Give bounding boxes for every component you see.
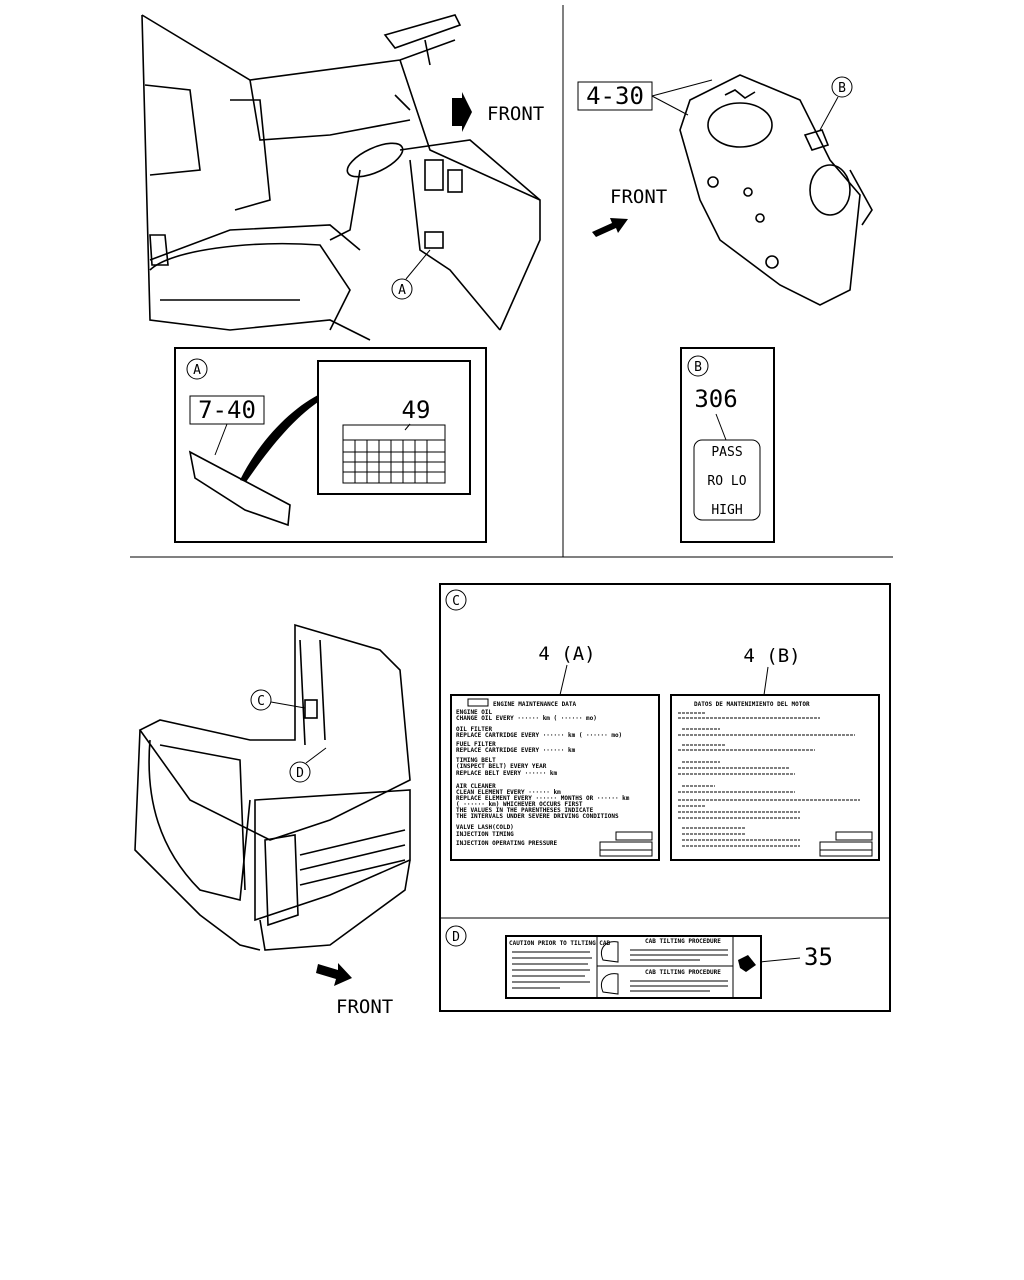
front-arrow-icon-2 <box>592 218 628 237</box>
part-35: 35 <box>804 943 833 971</box>
switch-label-plate <box>693 439 761 521</box>
label-4b-box <box>670 694 880 861</box>
front-label-top-left: FRONT <box>487 103 544 125</box>
label-49-box <box>317 360 471 495</box>
label-4b-lines <box>678 712 873 857</box>
label-35-lines <box>512 941 756 995</box>
front-label-top-right: FRONT <box>610 186 667 208</box>
label-4a-line: THE INTERVALS UNDER SEVERE DRIVING CONDI… <box>456 813 619 820</box>
label-4a-line: OIL FILTER <box>456 726 493 733</box>
combination-switch-drawing <box>679 74 873 306</box>
label-35-mid-title-2: CAB TILTING PROCEDURE <box>645 969 721 976</box>
front-arrow-icon-3 <box>316 963 352 986</box>
label-4a-line: (INSPECT BELT) EVERY YEAR <box>456 763 547 770</box>
label-49-grid <box>342 424 446 484</box>
part-4-30: 4-30 <box>586 82 644 110</box>
label-4a-line: CHANGE OIL EVERY ······ km ( ······ mo) <box>456 715 597 722</box>
switch-label-pass: PASS <box>711 445 742 460</box>
part-4a: 4 (A) <box>538 643 595 665</box>
part-4b: 4 (B) <box>743 645 800 667</box>
part-49: 49 <box>402 396 431 424</box>
callout-a-circle <box>391 278 413 300</box>
label-4a-line: AIR CLEANER <box>456 783 496 790</box>
callout-b-letter: B <box>838 81 846 96</box>
cab-exterior-drawing <box>134 623 411 951</box>
label-4a-line: ( ······ km) WHICHEVER OCCURS FIRST <box>456 801 583 808</box>
label-4a-line: ENGINE OIL <box>456 709 493 716</box>
label-4a-line: VALVE LASH(COLD) <box>456 824 514 831</box>
label-4a-title: ENGINE MAINTENANCE DATA <box>493 701 576 708</box>
switch-label-high: HIGH <box>711 503 742 518</box>
label-4a-line: CLEAN ELEMENT EVERY ······ km <box>456 789 561 796</box>
detail-cd-box <box>439 583 891 1012</box>
glove-box-lid-drawing <box>188 450 291 527</box>
cab-interior-drawing <box>141 14 541 341</box>
label-4a-line: INJECTION OPERATING PRESSURE <box>456 840 558 847</box>
label-4a-line: REPLACE CARTRIDGE EVERY ······ km ( ····… <box>456 732 622 739</box>
detail-c-letter: C <box>452 594 460 609</box>
part-7-40: 7-40 <box>198 396 256 424</box>
switch-label-ro-lo: RO LO <box>707 474 746 489</box>
detail-d-letter: D <box>452 930 460 945</box>
front-arrow-icon <box>452 92 472 132</box>
callout-a-letter: A <box>398 283 406 298</box>
detail-a-box <box>174 347 487 543</box>
label-4b-title: DATOS DE MANTENIMIENTO DEL MOTOR <box>694 701 810 708</box>
label-4a-line: FUEL FILTER <box>456 741 496 748</box>
detail-b-letter: B <box>694 360 702 375</box>
label-4a-line: REPLACE ELEMENT EVERY ······ MONTHS OR ·… <box>456 795 630 802</box>
detail-b-box <box>680 347 775 543</box>
callout-c-letter: C <box>257 694 265 709</box>
label-4a-box <box>450 694 660 861</box>
label-35-box <box>505 935 762 999</box>
detail-a-letter: A <box>193 363 201 378</box>
label-4a-line: REPLACE CARTRIDGE EVERY ······ km <box>456 747 576 754</box>
front-label-bottom: FRONT <box>336 996 393 1018</box>
label-4a-line: TIMING BELT <box>456 757 496 764</box>
callout-d-letter: D <box>296 766 304 781</box>
label-35-left-title: CAUTION PRIOR TO TILTING CAB <box>509 940 611 947</box>
part-306: 306 <box>694 385 737 413</box>
label-35-mid-title-1: CAB TILTING PROCEDURE <box>645 938 721 945</box>
label-4a-line: THE VALUES IN THE PARENTHESES INDICATE <box>456 807 594 814</box>
label-4a-line: REPLACE BELT EVERY ······ km <box>456 770 558 777</box>
label-4a-line: INJECTION TIMING <box>456 831 514 838</box>
